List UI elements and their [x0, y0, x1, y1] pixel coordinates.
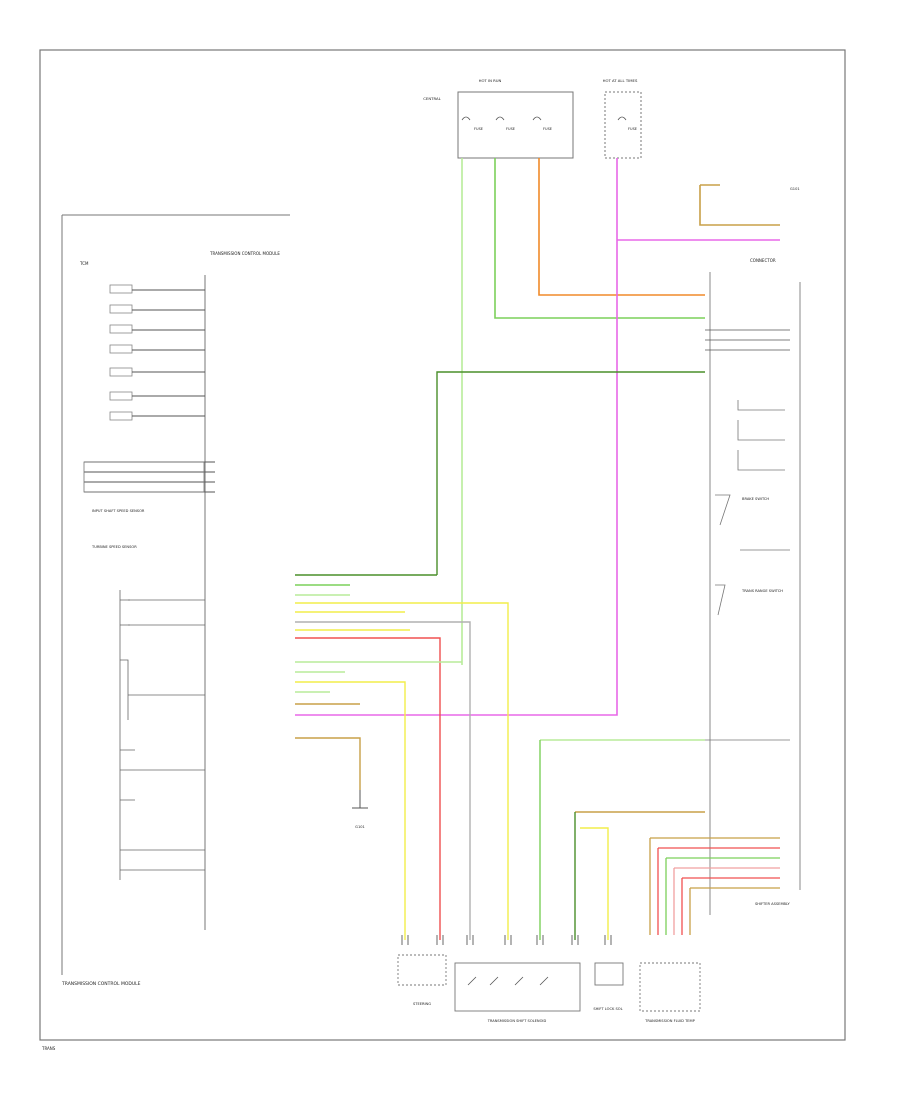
fuse-c-label: FUSE — [543, 127, 552, 131]
fuse-a-label: FUSE — [474, 127, 483, 131]
tcm-title-label: TRANSMISSION CONTROL MODULE — [209, 251, 280, 256]
power-dist-label: CENTRAL — [423, 96, 441, 101]
fuse-d-label: FUSE — [628, 127, 637, 131]
tcm-header-label: TCM — [79, 261, 89, 266]
sensor-bundle — [649, 837, 780, 935]
connector-label: CONNECTOR — [750, 258, 776, 263]
shifter-assembly-label: SHIFTER ASSEMBLY — [755, 902, 791, 906]
fuse-panel: HOT IN RUN HOT AT ALL TIMES CENTRAL FUSE… — [423, 78, 642, 159]
shift-solenoid-label: TRANSMISSION SHIFT SOLENOID — [487, 1019, 547, 1023]
turbine-speed-label: TURBINE SPEED SENSOR — [91, 545, 137, 549]
fuse-hot-all-label: HOT AT ALL TIMES — [603, 78, 638, 83]
wire-terminals — [401, 935, 612, 945]
ground-label: G101 — [355, 825, 365, 829]
trans-range-label: TRANS RANGE SWITCH — [741, 589, 783, 593]
fuse-wires — [295, 158, 780, 716]
tcm-bottom-label: TRANSMISSION CONTROL MODULE — [61, 981, 141, 987]
ground-label-top: G101 — [790, 187, 800, 191]
ground-symbol-top: G101 — [790, 187, 800, 191]
fluid-temp-label: TRANSMISSION FLUID TEMP — [644, 1019, 695, 1023]
shift-lock-label: SHIFT LOCK SOL — [593, 1007, 622, 1011]
right-connector: CONNECTOR BRAKE SWITCH TRANS RANGE SWITC… — [705, 258, 801, 915]
bottom-components: TRANSMISSION SHIFT SOLENOID STEERING SHI… — [397, 954, 701, 1023]
diagram-frame — [39, 49, 846, 1041]
brake-switch-label: BRAKE SWITCH — [742, 497, 769, 501]
ground-symbol: G101 — [352, 790, 368, 829]
page-corner-label: TRANS — [41, 1046, 56, 1051]
steering-switch-label: STEERING — [413, 1002, 431, 1006]
fuse-b-label: FUSE — [506, 127, 515, 131]
input-speed-label: INPUT SHAFT SPEED SENSOR — [92, 509, 145, 513]
fuse-hot-run-label: HOT IN RUN — [479, 78, 502, 83]
tcm-module: TRANSMISSION CONTROL MODULE TRANSMISSION… — [61, 214, 290, 987]
signal-wires — [295, 371, 705, 940]
